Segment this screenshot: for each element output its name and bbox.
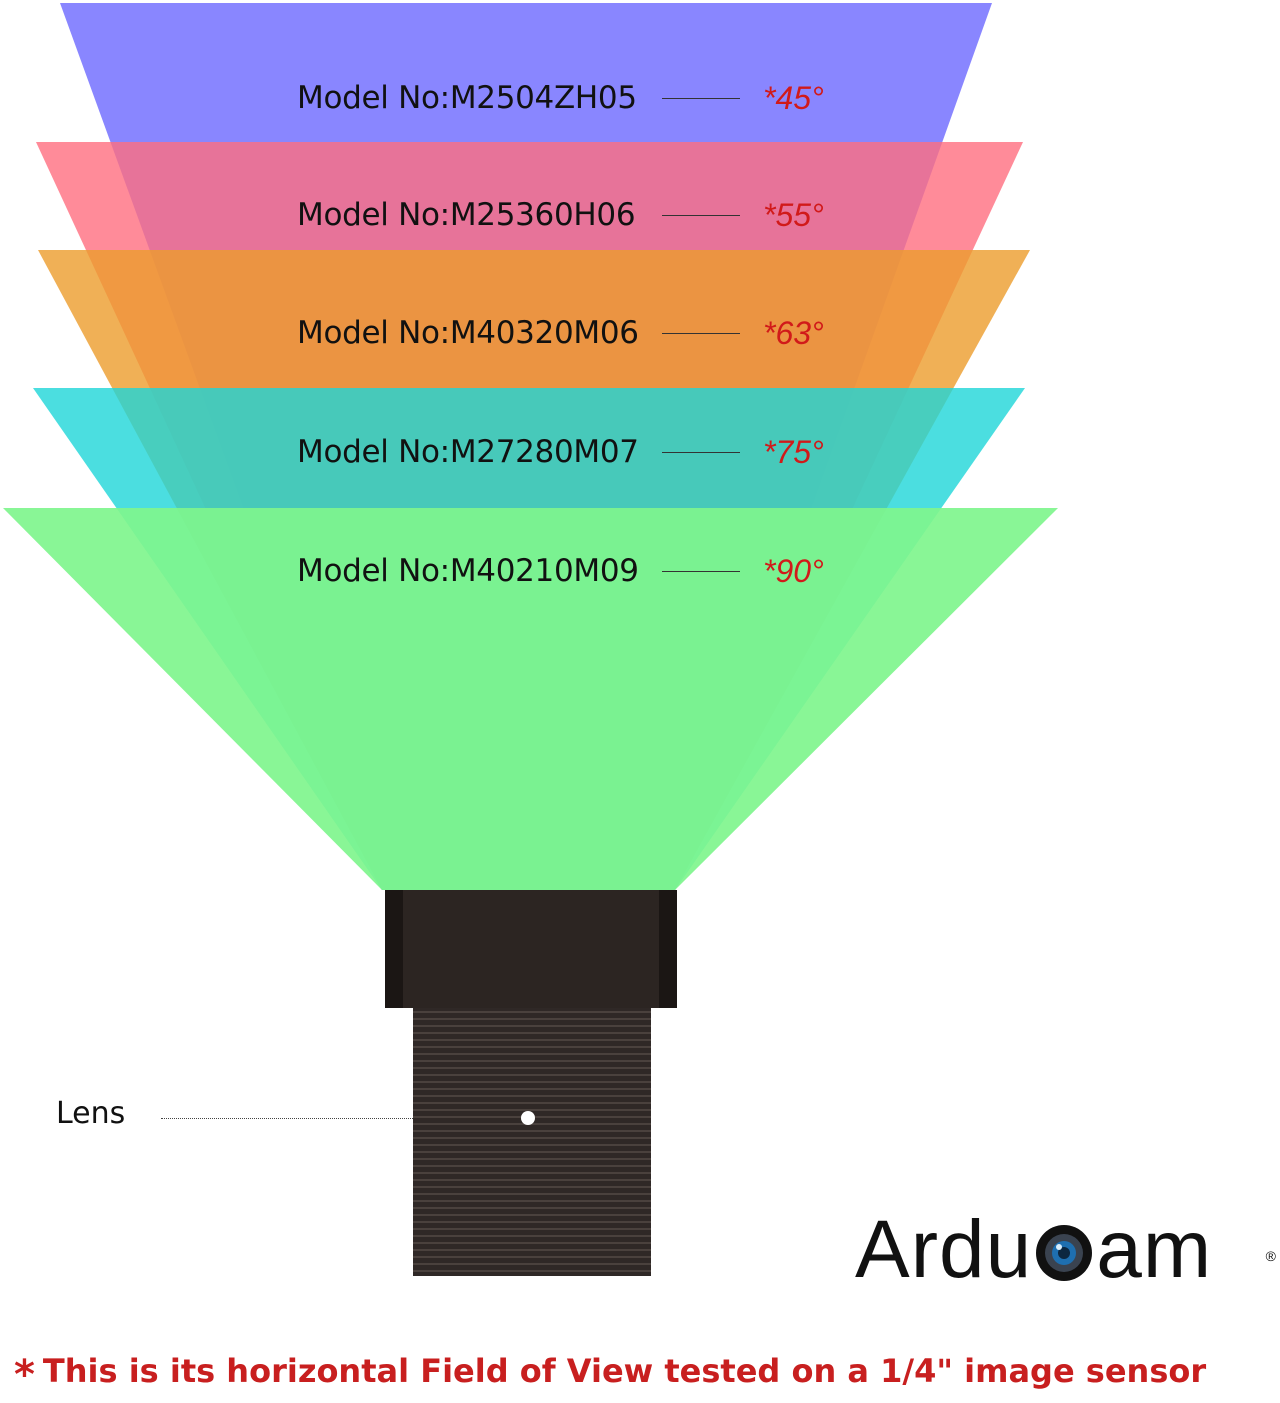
model-number-label: Model No:M25360H06: [297, 197, 636, 233]
logo-text-left: Ardu: [855, 1204, 1033, 1295]
leader-line: [662, 98, 740, 99]
beam-label-row: Model No:M2504ZH05 *45°: [297, 76, 857, 120]
leader-line: [662, 215, 740, 216]
fov-angle-label: *55°: [763, 197, 824, 233]
model-number-label: Model No:M40210M09: [297, 553, 639, 589]
beam-label-row: Model No:M40210M09 *90°: [297, 549, 857, 593]
fov-angle-label: *90°: [763, 553, 824, 589]
lens-dot: [521, 1111, 535, 1125]
beam-label-row: Model No:M40320M06 *63°: [297, 311, 857, 355]
lens-leader-line: [161, 1118, 413, 1119]
beam-label-row: Model No:M25360H06 *55°: [297, 193, 857, 237]
camera-lens-icon: [1036, 1225, 1093, 1281]
lens-top-ring: [385, 890, 677, 1008]
beam-label-row: Model No:M27280M07 *75°: [297, 430, 857, 474]
logo-text-right: am: [1096, 1204, 1213, 1295]
fov-angle-label: *45°: [763, 80, 824, 116]
registered-mark: ®: [1265, 1248, 1277, 1264]
leader-line: [662, 452, 740, 453]
arducam-logo: Ardu am ®: [855, 1204, 1276, 1295]
model-number-label: Model No:M40320M06: [297, 315, 639, 351]
leader-line: [662, 571, 740, 572]
fov-beam-5: [3, 508, 1058, 890]
footnote-text: This is its horizontal Field of View tes…: [42, 1352, 1207, 1390]
fov-angle-label: *75°: [763, 434, 824, 470]
footnote: *This is its horizontal Field of View te…: [14, 1352, 1206, 1398]
lens-label: Lens: [56, 1096, 126, 1131]
lens-barrel: [413, 1008, 651, 1276]
model-number-label: Model No:M2504ZH05: [297, 80, 637, 116]
model-number-label: Model No:M27280M07: [297, 434, 639, 470]
lens-illustration: [385, 890, 677, 1276]
fov-angle-label: *63°: [763, 315, 824, 351]
leader-line: [662, 333, 740, 334]
footnote-star: *: [14, 1352, 35, 1398]
